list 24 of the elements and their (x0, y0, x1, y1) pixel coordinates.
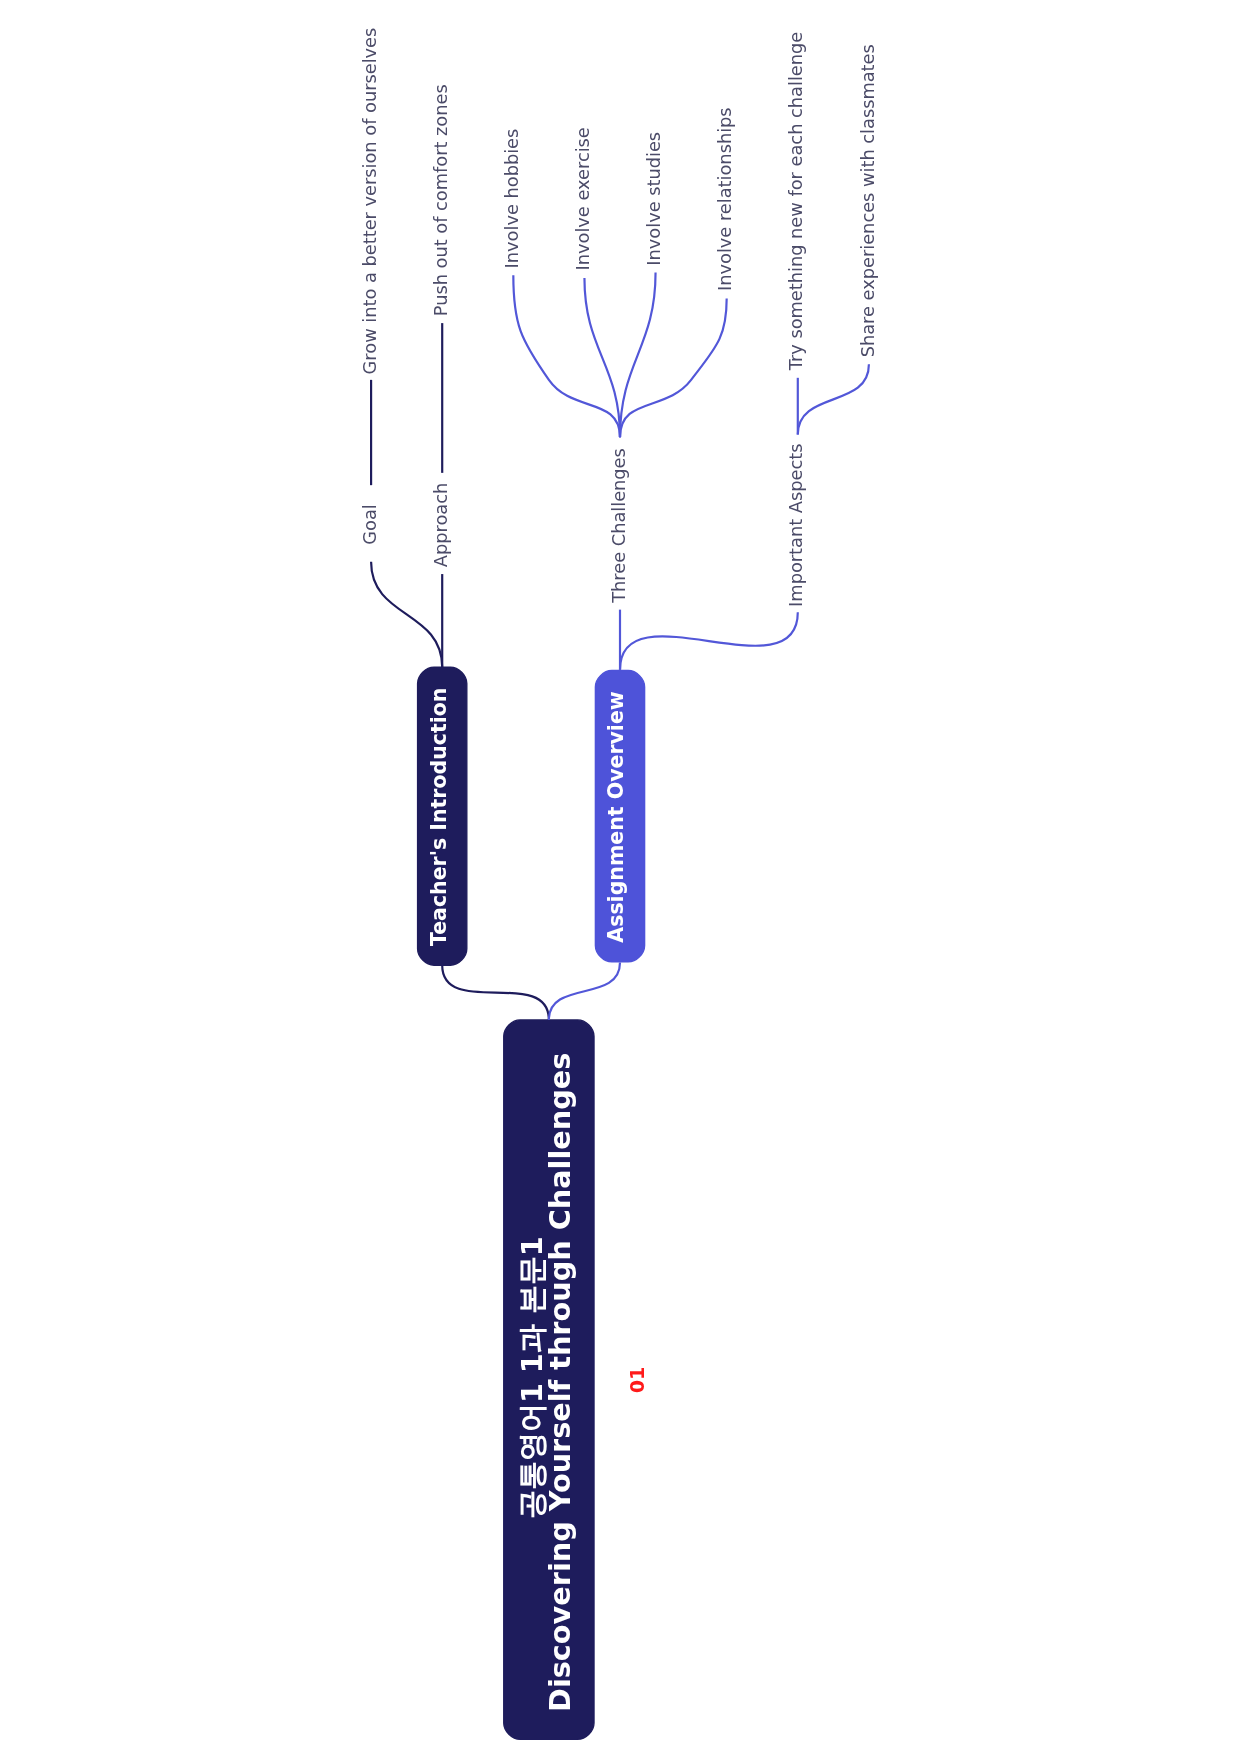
node-box: 공통영어1 1과 본문1 Discovering Yourself through Challenges (503, 1019, 595, 1740)
label: 01 (626, 1366, 650, 1394)
node-text: Involve exercise (573, 127, 594, 271)
node-text: Approach (430, 482, 451, 568)
node-text: Involve hobbies (501, 128, 522, 269)
node-text: Push out of comfort zones (430, 84, 451, 317)
node-text: Involve studies (644, 131, 665, 266)
node-text: Involve relationships (715, 107, 736, 291)
node-text: Share experiences with classmates (857, 44, 878, 358)
node-text: Grow into a better version of ourselves (359, 27, 380, 375)
connector (441, 323, 444, 473)
connector (618, 612, 799, 671)
connector (441, 574, 444, 668)
node-text: Try something new for each challenge (786, 31, 807, 371)
node-box: Teacher's Introduction (416, 666, 468, 966)
node-text: Goal (359, 504, 380, 545)
connector (370, 379, 373, 486)
connector (547, 962, 622, 1021)
connector (796, 363, 870, 435)
node-text: Three Challenges (608, 448, 629, 603)
node-box: Assignment Overview (594, 669, 646, 963)
connector (618, 298, 728, 438)
connector (370, 561, 444, 668)
node-text: Important Aspects (786, 443, 807, 607)
